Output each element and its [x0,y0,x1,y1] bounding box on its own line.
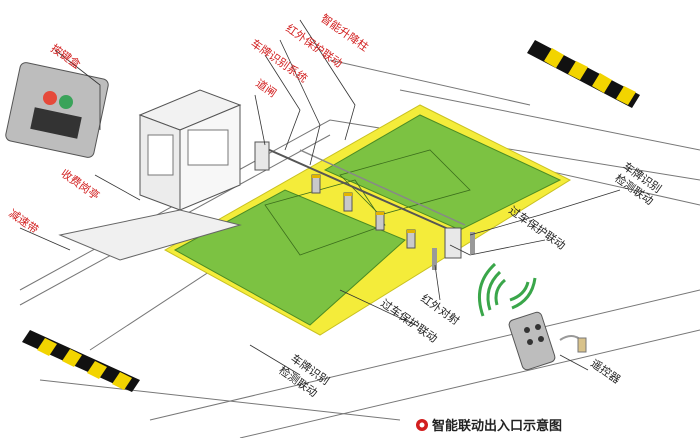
infrared-post [432,248,437,270]
bollard-row [311,174,416,249]
label-infrared-beam: 红外对射 [418,291,462,328]
barrier-arms [254,141,475,270]
barrier-gate-post [254,141,270,171]
signal-waves [478,262,537,317]
label-speed-bump: 减速带 [6,207,40,237]
speed-bump-top [527,40,640,108]
loop-left [264,179,386,256]
infrared-post [470,232,475,254]
label-pass-protect-1: 过车保护联动 [506,203,568,252]
remote-control [508,311,587,371]
label-toll-booth: 收费岗亭 [58,166,102,203]
green-zone-right [323,114,562,231]
caption-icon [416,419,428,431]
leader-lines [19,19,621,376]
keypad-box [5,62,109,158]
label-remote: 遥控器 [588,356,623,386]
label-barrier-gate: 道闸 [253,76,279,100]
loop-right [339,149,471,216]
speed-bump-bottom [22,330,140,392]
barrier-gate-post [444,227,462,259]
toll-booth [58,89,242,261]
diagram-caption: 智能联动出入口示意图 [432,418,562,434]
label-keypad-box: 按键盒 [48,41,83,71]
